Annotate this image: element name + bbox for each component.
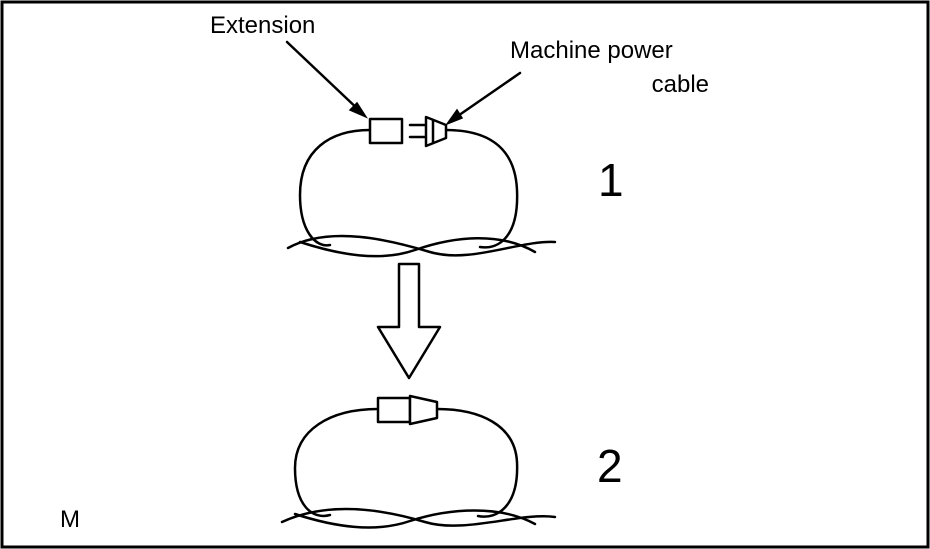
extension-socket-connected: [376, 396, 412, 424]
step-2-cable-twist-a: [280, 507, 557, 527]
step-2-group: [280, 394, 557, 529]
leader-arrows: [285, 40, 522, 126]
extension-socket: [368, 117, 404, 145]
extension-label: Extension: [210, 12, 315, 39]
corner-mark: M: [60, 506, 80, 533]
machine-plug-connected: [408, 394, 439, 426]
machine-power-cable-label-line1: Machine power: [510, 37, 673, 64]
machine-cable-leader-line: [450, 71, 522, 122]
extension-leader-arrowhead: [348, 101, 368, 119]
machine-plug: [424, 115, 448, 148]
step-1-number: 1: [598, 154, 624, 206]
machine-power-cable-label-line2: cable: [652, 71, 709, 98]
extension-leader-line: [285, 40, 364, 115]
step-1-cable-twist-a: [286, 234, 557, 257]
step-2-number: 2: [597, 440, 623, 492]
transition-down-arrow: [376, 262, 442, 380]
machine-cable-leader-arrowhead: [444, 108, 464, 126]
step-2-cable-twist-b: [293, 509, 537, 529]
step-1-cable-loop: [298, 128, 519, 249]
step-1-group: [286, 115, 557, 258]
step-2-cable-loop: [293, 407, 519, 518]
step-1-cable-twist-b: [298, 237, 537, 258]
